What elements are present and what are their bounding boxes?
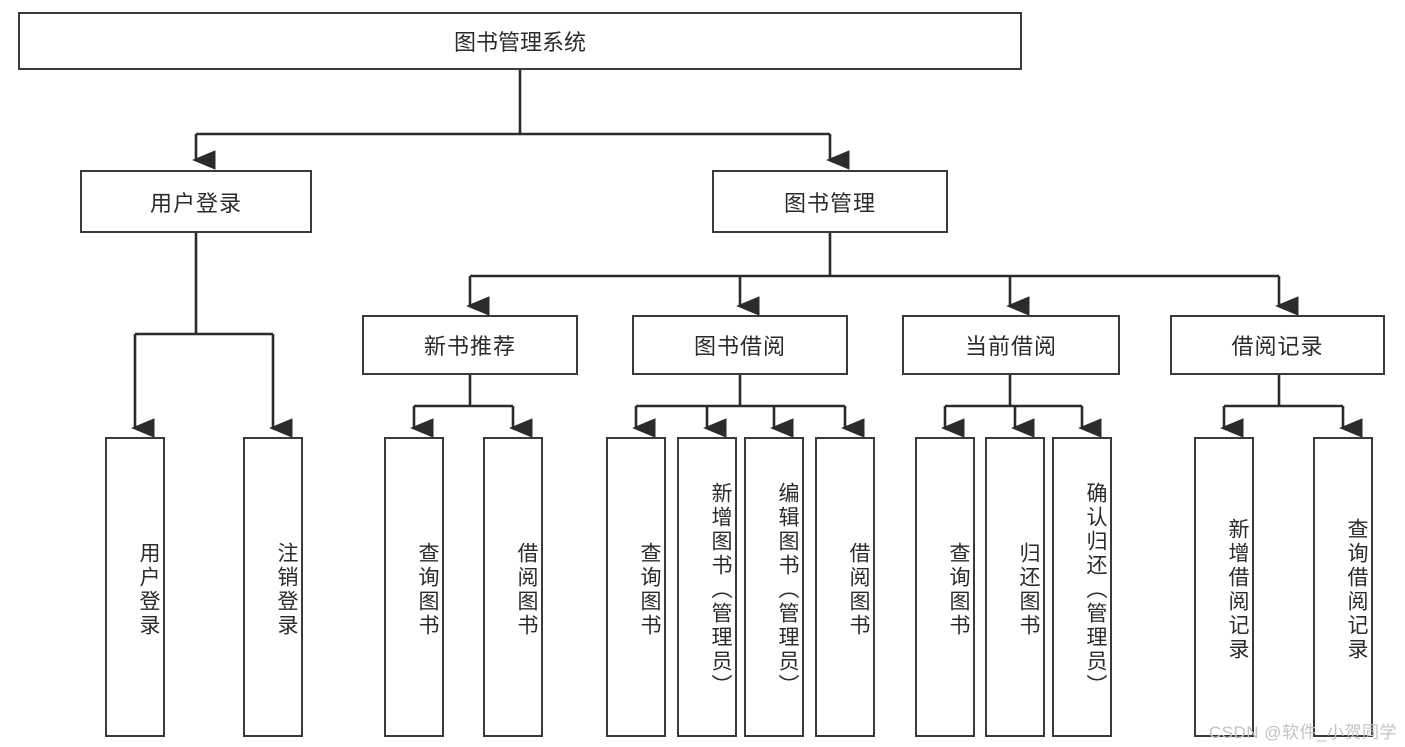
leaf-confirm-return[interactable]: 确认归还（管理员） bbox=[1052, 437, 1112, 737]
leaf-logout[interactable]: 注销登录 bbox=[243, 437, 303, 737]
leaf-edit-book[interactable]: 编辑图书（管理员） bbox=[744, 437, 804, 737]
leaf-borrow-book-1[interactable]: 借阅图书 bbox=[483, 437, 543, 737]
node-label: 查询图书 bbox=[638, 542, 661, 638]
node-label: 新增借阅记录 bbox=[1226, 518, 1249, 662]
leaf-user-login[interactable]: 用户登录 bbox=[105, 437, 165, 737]
node-label: 查询借阅记录 bbox=[1345, 518, 1368, 662]
leaf-borrow-book-2[interactable]: 借阅图书 bbox=[815, 437, 875, 737]
node-new-book-recommend[interactable]: 新书推荐 bbox=[362, 315, 578, 375]
leaf-add-book[interactable]: 新增图书（管理员） bbox=[677, 437, 737, 737]
node-label: 新增图书（管理员） bbox=[709, 482, 732, 698]
node-label: 查询图书 bbox=[947, 542, 970, 638]
node-label: 归还图书 bbox=[1017, 542, 1040, 638]
node-label: 用户登录 bbox=[137, 542, 160, 638]
leaf-query-book-3[interactable]: 查询图书 bbox=[915, 437, 975, 737]
node-label: 借阅图书 bbox=[515, 542, 538, 638]
node-label: 当前借阅 bbox=[964, 334, 1057, 359]
node-label: 新书推荐 bbox=[423, 334, 516, 359]
node-label: 借阅记录 bbox=[1231, 334, 1324, 359]
leaf-query-record[interactable]: 查询借阅记录 bbox=[1313, 437, 1373, 737]
node-label: 图书管理 bbox=[783, 190, 876, 216]
node-label: 图书管理系统 bbox=[453, 30, 586, 55]
node-borrow-record[interactable]: 借阅记录 bbox=[1170, 315, 1385, 375]
node-label: 用户登录 bbox=[149, 190, 242, 216]
leaf-return-book[interactable]: 归还图书 bbox=[985, 437, 1045, 737]
node-book-borrow[interactable]: 图书借阅 bbox=[632, 315, 848, 375]
node-label: 借阅图书 bbox=[847, 542, 870, 638]
leaf-add-record[interactable]: 新增借阅记录 bbox=[1194, 437, 1254, 737]
leaf-query-book-1[interactable]: 查询图书 bbox=[384, 437, 444, 737]
node-label: 查询图书 bbox=[416, 542, 439, 638]
node-label: 图书借阅 bbox=[693, 334, 786, 359]
node-book-management[interactable]: 图书管理 bbox=[712, 170, 948, 233]
node-label: 注销登录 bbox=[275, 542, 298, 638]
node-user-login[interactable]: 用户登录 bbox=[80, 170, 312, 233]
node-current-borrow[interactable]: 当前借阅 bbox=[902, 315, 1120, 375]
node-label: 编辑图书（管理员） bbox=[776, 482, 799, 698]
leaf-query-book-2[interactable]: 查询图书 bbox=[606, 437, 666, 737]
node-root-book-management-system[interactable]: 图书管理系统 bbox=[18, 12, 1022, 70]
node-label: 确认归还（管理员） bbox=[1084, 482, 1107, 698]
